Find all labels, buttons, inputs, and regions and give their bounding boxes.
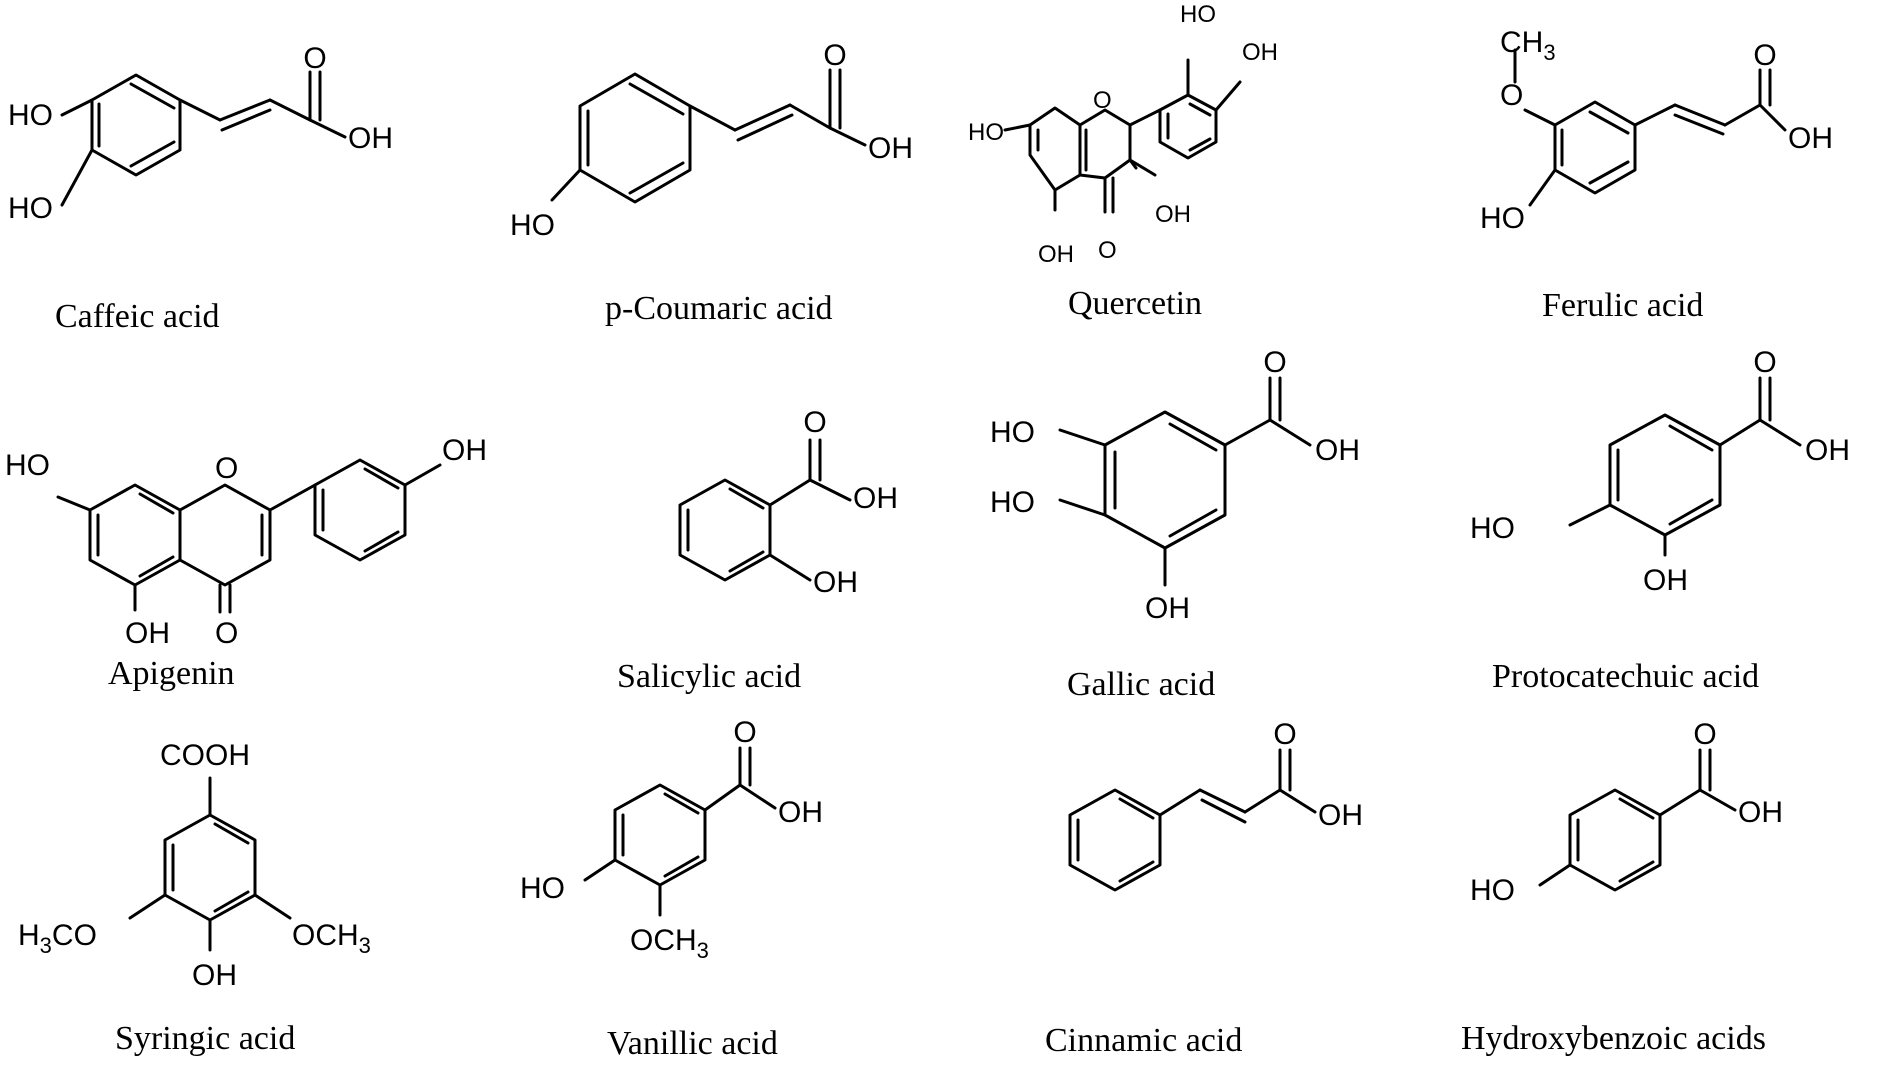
carbonyl-o-label: O: [1098, 237, 1117, 264]
cinnamic-acid-structure: O OH: [1068, 718, 1363, 892]
compound-syringic-acid: COOH H3CO OCH3 OH Syringic acid: [0, 720, 440, 1070]
hydroxyl-label: OH: [778, 796, 823, 829]
p-coumaric-acid-structure: O OH HO: [510, 39, 913, 242]
compound-name: Gallic acid: [1067, 666, 1216, 703]
compound-gallic-acid: O OH HO HO OH Gallic acid: [980, 346, 1380, 703]
hydroxyl-label: OH: [1315, 434, 1360, 467]
compound-name: Hydroxybenzoic acids: [1461, 1020, 1766, 1057]
compound-name: Cinnamic acid: [1045, 1022, 1243, 1059]
compound-name: Ferulic acid: [1542, 287, 1704, 324]
salicylic-acid-structure: O OH OH: [678, 406, 898, 599]
compound-apigenin: OH HO O OH O Apigenin: [0, 360, 510, 700]
hydroxyl-label: OH: [1788, 122, 1833, 155]
carbonyl-o-label: O: [1263, 346, 1286, 379]
compound-name: Syringic acid: [115, 1020, 296, 1057]
hydroxyl-label: HO: [968, 119, 1004, 146]
compound-name: Quercetin: [1068, 285, 1203, 322]
compound-name: Vanillic acid: [607, 1025, 778, 1062]
hydroxybenzoic-acids-structure: O OH HO: [1470, 718, 1783, 907]
apigenin-structure: OH HO O OH O: [5, 434, 487, 650]
hydroxyl-label: HO: [510, 209, 555, 242]
carbonyl-o-label: O: [215, 617, 238, 650]
ether-oxygen-label: O: [1500, 79, 1523, 112]
hydroxyl-label: OH: [1155, 201, 1191, 228]
hydroxyl-label: OH: [1318, 799, 1363, 832]
hydroxyl-label: OH: [1145, 592, 1190, 625]
hydroxyl-label: HO: [8, 99, 53, 132]
compound-quercetin: HO OH HO O OH OH O Quercetin: [950, 0, 1450, 340]
hydroxyl-label: HO: [1480, 202, 1525, 235]
hydroxyl-label: OH: [192, 959, 237, 992]
hydroxyl-label: HO: [990, 486, 1035, 519]
ferulic-acid-structure: CH3 O HO O OH: [1480, 26, 1833, 235]
methoxy-label: OCH3: [292, 919, 371, 958]
hydroxyl-label: HO: [1470, 874, 1515, 907]
hydroxyl-label: OH: [868, 132, 913, 165]
compound-cinnamic-acid: O OH Cinnamic acid: [1000, 718, 1420, 1070]
hydroxyl-label: HO: [5, 449, 50, 482]
carbonyl-o-label: O: [1753, 39, 1776, 72]
carbonyl-o-label: O: [1273, 718, 1296, 751]
compound-vanillic-acid: O OH HO OCH3 Vanillic acid: [520, 716, 920, 1070]
syringic-acid-structure: COOH H3CO OCH3 OH: [18, 739, 371, 992]
gallic-acid-structure: O OH HO HO OH: [990, 346, 1360, 625]
ring-oxygen-label: O: [1093, 87, 1112, 114]
compound-name: Caffeic acid: [55, 298, 220, 335]
hydroxyl-label: OH: [442, 434, 487, 467]
hydroxyl-label: OH: [1805, 434, 1850, 467]
hydroxyl-label: HO: [990, 416, 1035, 449]
hydroxyl-label: HO: [1470, 512, 1515, 545]
methyl-label: CH3: [1500, 26, 1556, 65]
compound-ferulic-acid: CH3 O HO O OH Ferulic acid: [1470, 0, 1900, 340]
vanillic-acid-structure: O OH HO OCH3: [520, 716, 823, 963]
hydroxyl-label: HO: [520, 872, 565, 905]
compound-name: Protocatechuic acid: [1492, 658, 1760, 695]
caffeic-acid-structure: O OH HO HO: [8, 42, 393, 225]
carboxyl-label: COOH: [160, 739, 250, 772]
compound-caffeic-acid: O OH HO HO Caffeic acid: [0, 0, 420, 340]
hydroxyl-label: OH: [1038, 241, 1074, 268]
carbonyl-o-label: O: [1693, 718, 1716, 751]
hydroxyl-label: OH: [1242, 39, 1278, 66]
carbonyl-o-label: O: [303, 42, 326, 75]
hydroxyl-label: OH: [853, 482, 898, 515]
compound-name: p-Coumaric acid: [605, 290, 833, 327]
ring-oxygen-label: O: [215, 452, 238, 485]
compound-protocatechuic-acid: O OH HO OH Protocatechuic acid: [1460, 346, 1900, 700]
compound-salicylic-acid: O OH OH Salicylic acid: [560, 360, 940, 700]
hydroxyl-label: OH: [125, 617, 170, 650]
compound-name: Salicylic acid: [617, 658, 802, 695]
hydroxyl-label: OH: [813, 566, 858, 599]
carbonyl-o-label: O: [733, 716, 756, 749]
carbonyl-o-label: O: [803, 406, 826, 439]
methoxy-label: OCH3: [630, 924, 709, 963]
compound-p-coumaric-acid: O OH HO p-Coumaric acid: [480, 0, 940, 340]
compound-name: Apigenin: [108, 655, 235, 692]
quercetin-structure: HO OH HO O OH OH O: [968, 1, 1278, 268]
hydroxyl-label: OH: [1643, 564, 1688, 597]
hydroxyl-label: OH: [1738, 796, 1783, 829]
carbonyl-o-label: O: [1753, 346, 1776, 379]
protocatechuic-acid-structure: O OH HO OH: [1470, 346, 1850, 597]
methoxy-label: H3CO: [18, 919, 97, 958]
hydroxyl-label: OH: [348, 122, 393, 155]
hydroxyl-label: HO: [8, 192, 53, 225]
compound-hydroxybenzoic-acids: O OH HO Hydroxybenzoic acids: [1460, 718, 1900, 1070]
hydroxyl-label: HO: [1180, 1, 1216, 28]
carbonyl-o-label: O: [823, 39, 846, 72]
